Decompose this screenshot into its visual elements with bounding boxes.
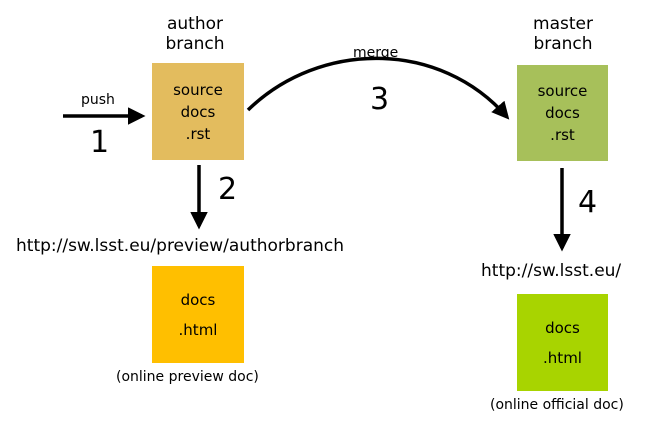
author-branch-title: author branch	[140, 14, 250, 54]
author-source-line2: docs	[180, 102, 216, 121]
preview-html-box: docs .html	[152, 266, 244, 363]
author-source-box: source docs .rst	[152, 63, 244, 160]
merge-label: merge	[353, 45, 399, 61]
preview-html-line2: .html	[178, 320, 218, 339]
preview-url: http://sw.lsst.eu/preview/authorbranch	[16, 236, 345, 256]
author-title-line1: author	[166, 14, 224, 34]
official-html-line1: docs	[545, 318, 580, 337]
master-branch-title: master branch	[508, 14, 618, 54]
master-source-line2: docs	[545, 104, 580, 122]
official-html-box: docs .html	[517, 294, 608, 391]
official-html-line2: .html	[543, 348, 582, 367]
master-source-line3: .rst	[550, 126, 575, 144]
master-title-line2: branch	[533, 34, 593, 54]
step-1: 1	[90, 125, 110, 160]
author-title-line2: branch	[165, 34, 225, 54]
preview-caption: (online preview doc)	[116, 369, 259, 385]
step-3: 3	[370, 82, 390, 117]
step-4: 4	[578, 185, 598, 220]
author-source-line3: .rst	[185, 124, 211, 143]
merge-arrow	[246, 56, 510, 120]
master-title-line1: master	[533, 14, 593, 34]
master-source-line1: source	[537, 82, 588, 100]
push-label: push	[81, 92, 115, 108]
step-2: 2	[218, 172, 238, 207]
official-caption: (online official doc)	[490, 397, 624, 413]
preview-html-line1: docs	[180, 290, 216, 309]
master-source-box: source docs .rst	[517, 65, 608, 161]
official-url: http://sw.lsst.eu/	[481, 261, 622, 281]
author-source-line1: source	[173, 80, 223, 99]
